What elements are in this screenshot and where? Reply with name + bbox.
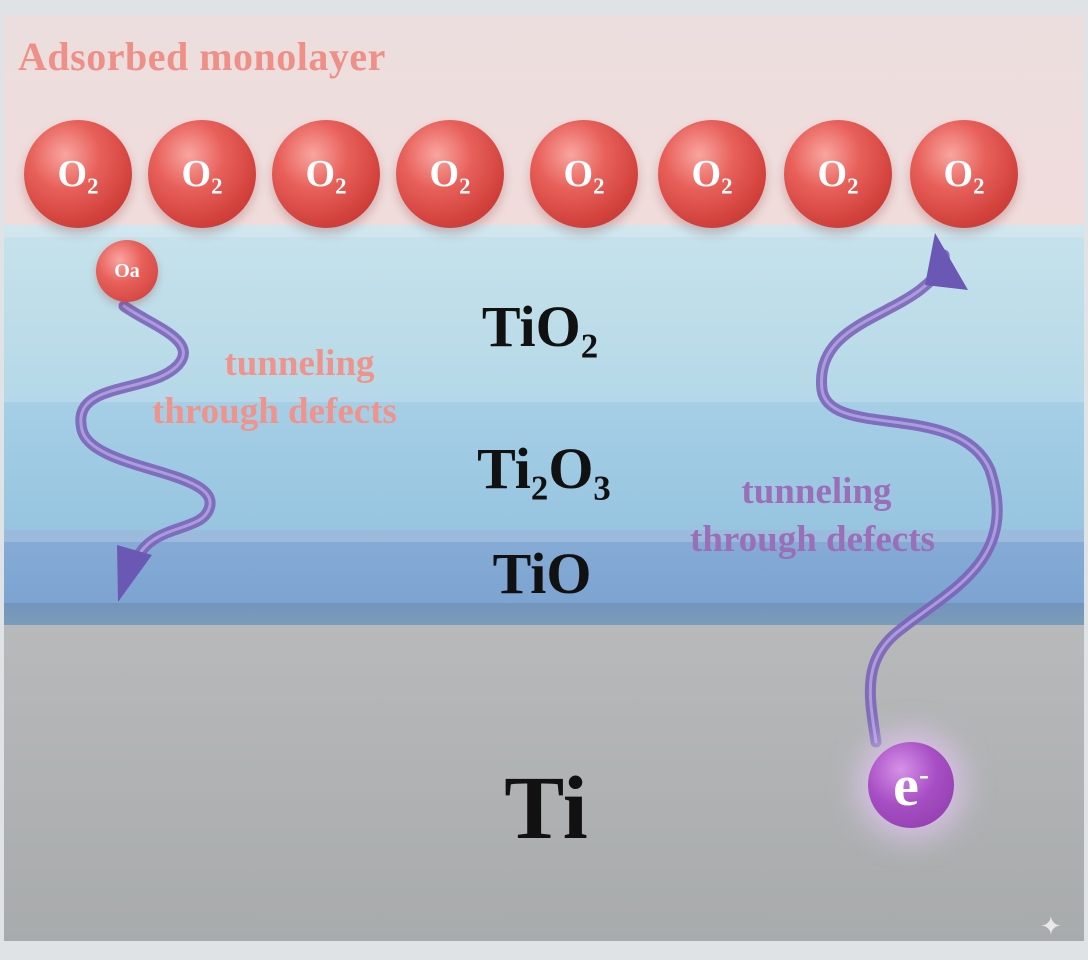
electron: e- (868, 742, 954, 828)
right-tunneling-arrow-path-highlight (820, 253, 999, 744)
layer-edge (4, 530, 1084, 542)
left-tunneling-annotation: tunneling through defects (152, 340, 397, 436)
o2-molecule: O₂ (24, 120, 132, 228)
adsorbed-monolayer-title: Adsorbed monolayer (18, 34, 386, 79)
layer-ti2o3 (4, 390, 1084, 530)
left-annotation-line2: through defects (152, 391, 397, 433)
electron-symbol: e (893, 752, 919, 818)
layer-edge (4, 390, 1084, 402)
layer-edge (4, 225, 1084, 237)
interface-edge (4, 603, 1084, 625)
right-tunneling-annotation: tunneling through defects (690, 468, 935, 564)
label-tio: TiO (492, 541, 592, 606)
oxygen-atom: Oa (96, 240, 158, 302)
o2-molecule: O₂ (784, 120, 892, 228)
left-arrowhead-icon (117, 545, 152, 602)
right-annotation-line2: through defects (690, 519, 935, 561)
o2-molecule: O₂ (272, 120, 380, 228)
sparkle-icon: ✦ (1040, 912, 1062, 941)
diagram-frame: Adsorbed monolayer O₂ O₂ O₂ O₂ O₂ O₂ O₂ … (4, 15, 1084, 941)
right-arrowhead-icon (925, 233, 968, 290)
o2-molecule: O₂ (658, 120, 766, 228)
label-ti: Ti (504, 759, 588, 858)
right-annotation-line1: tunneling (741, 471, 892, 512)
o2-molecule: O₂ (148, 120, 256, 228)
left-tunneling-arrow-path-highlight (79, 304, 212, 567)
left-annotation-line1: tunneling (224, 343, 375, 384)
label-tio2: TiO₂ (481, 294, 599, 359)
o2-molecule: O₂ (396, 120, 504, 228)
o2-molecule: O₂ (530, 120, 638, 228)
o2-molecule: O₂ (910, 120, 1018, 228)
label-ti2o3: Ti₂O₃ (477, 436, 611, 501)
electron-charge: - (918, 758, 929, 791)
